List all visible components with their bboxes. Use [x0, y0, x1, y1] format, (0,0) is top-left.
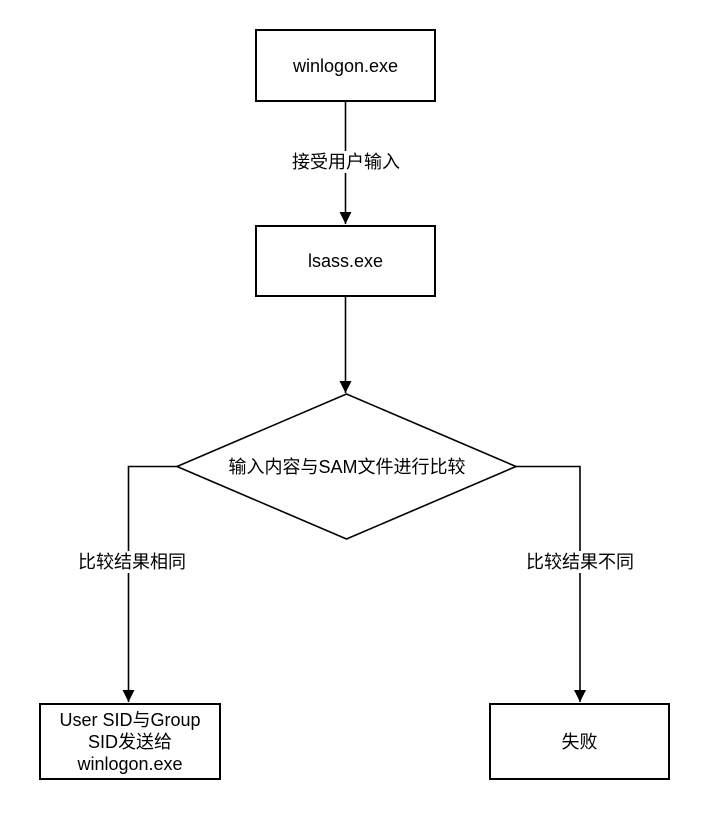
edge-label-same: 比较结果相同: [75, 551, 189, 573]
node-fail: 失败: [489, 703, 670, 780]
node-decision-label: 输入内容与SAM文件进行比较: [228, 457, 466, 477]
node-success-line-3: winlogon.exe: [77, 753, 183, 774]
node-winlogon-label: winlogon.exe: [292, 55, 399, 76]
node-success-line-1: User SID与Group: [59, 709, 201, 730]
edge-decision-to-success: [122, 465, 177, 702]
node-success-line-2: SID发送给: [87, 731, 172, 752]
edge-label-diff: 比较结果不同: [523, 551, 637, 573]
node-success: User SID与Group SID发送给 winlogon.exe: [39, 703, 221, 780]
node-winlogon: winlogon.exe: [255, 29, 436, 102]
decision-diamond: [174, 393, 519, 540]
node-success-label: User SID与Group SID发送给 winlogon.exe: [59, 709, 200, 775]
edge-decision-to-fail: [516, 465, 586, 702]
edge-label-input: 接受用户输入: [289, 151, 403, 173]
node-lsass-label: lsass.exe: [307, 251, 384, 271]
node-lsass: lsass.exe: [255, 225, 436, 297]
node-fail-label: 失败: [561, 731, 598, 752]
